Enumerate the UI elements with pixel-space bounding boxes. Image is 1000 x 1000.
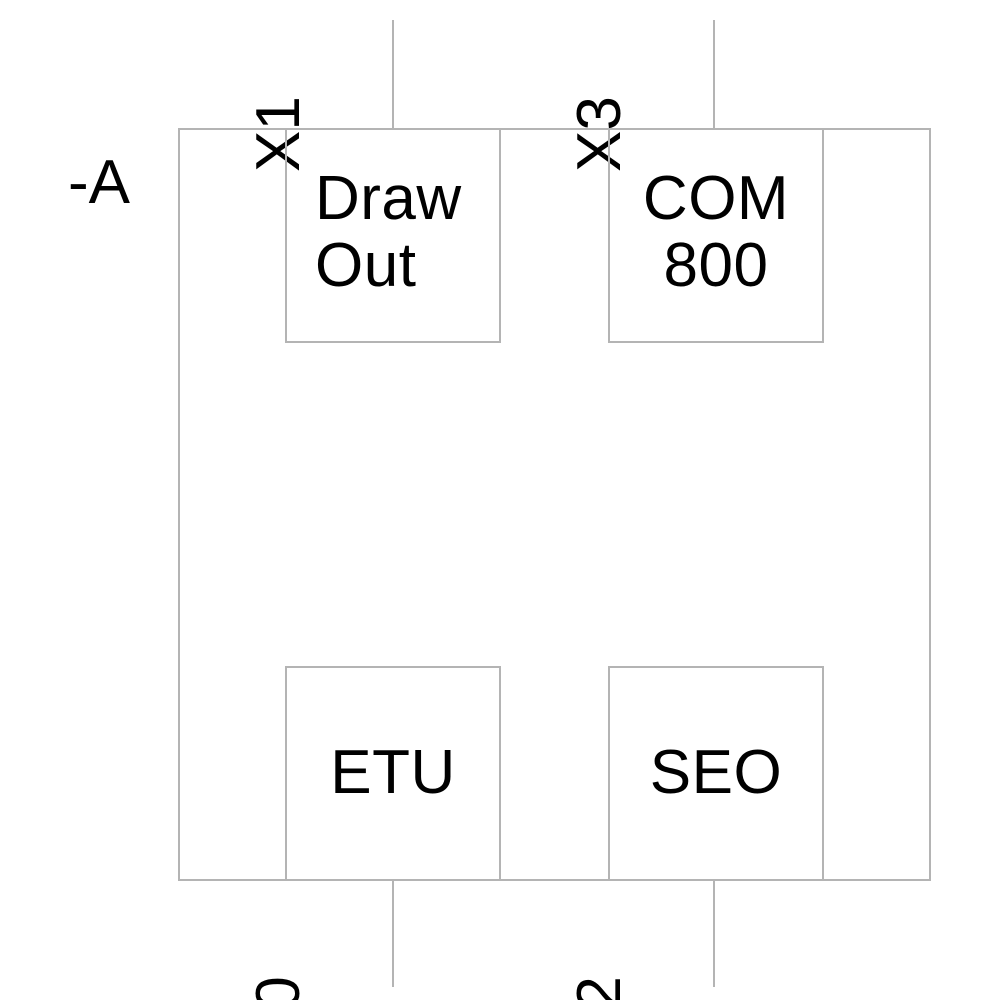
module-com-800-line-2: 800 (663, 230, 769, 300)
module-seo-line-1: SEO (649, 738, 783, 808)
module-com-800[interactable]: COM 800 (608, 128, 824, 343)
connector-line-x1 (392, 20, 394, 130)
enclosure-designation-label: -A (68, 148, 130, 217)
connector-line-x2 (713, 879, 715, 987)
connector-line-x0 (392, 879, 394, 987)
connector-line-x3 (713, 20, 715, 130)
module-draw-out-line-1: Draw (315, 163, 462, 233)
enclosure-outline (178, 128, 931, 881)
module-draw-out[interactable]: Draw Out (285, 128, 501, 343)
module-etu-line-1: ETU (330, 738, 456, 808)
module-seo[interactable]: SEO (608, 666, 824, 881)
module-etu[interactable]: ETU (285, 666, 501, 881)
module-com-800-line-1: COM (642, 163, 790, 233)
port-label-x0: X0 (244, 976, 313, 1000)
port-label-x2: X2 (565, 976, 634, 1000)
module-draw-out-line-2: Out (315, 230, 417, 300)
